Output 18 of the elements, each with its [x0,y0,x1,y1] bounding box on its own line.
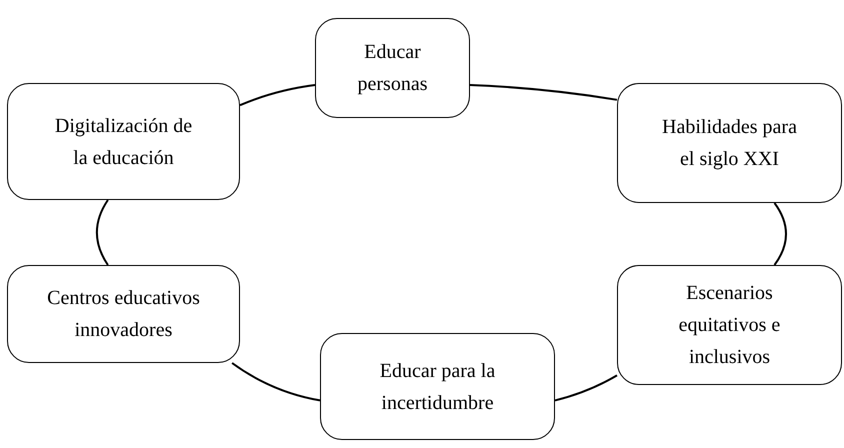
box-label: Educar personas [356,40,428,97]
rounded-box [617,83,842,203]
box-label: Escenarios equitativos e inclusivos [678,281,782,370]
box-label: Digitalización de la educación [54,114,194,170]
rounded-box [617,265,842,385]
connector-line [232,362,320,402]
rounded-box [315,18,470,118]
rounded-box [320,333,555,440]
box-label: Educar para la incertidumbre [378,358,496,416]
rounded-box [7,265,240,363]
box-label: Centros educativos innovadores [46,286,201,343]
connector-line [240,84,316,106]
connector-line [554,374,618,402]
rounded-box [7,83,240,200]
connector-line [470,84,618,101]
connector-line [774,202,787,266]
connector-line [96,199,109,266]
box-label: Habilidades para el siglo XXI [661,115,798,172]
